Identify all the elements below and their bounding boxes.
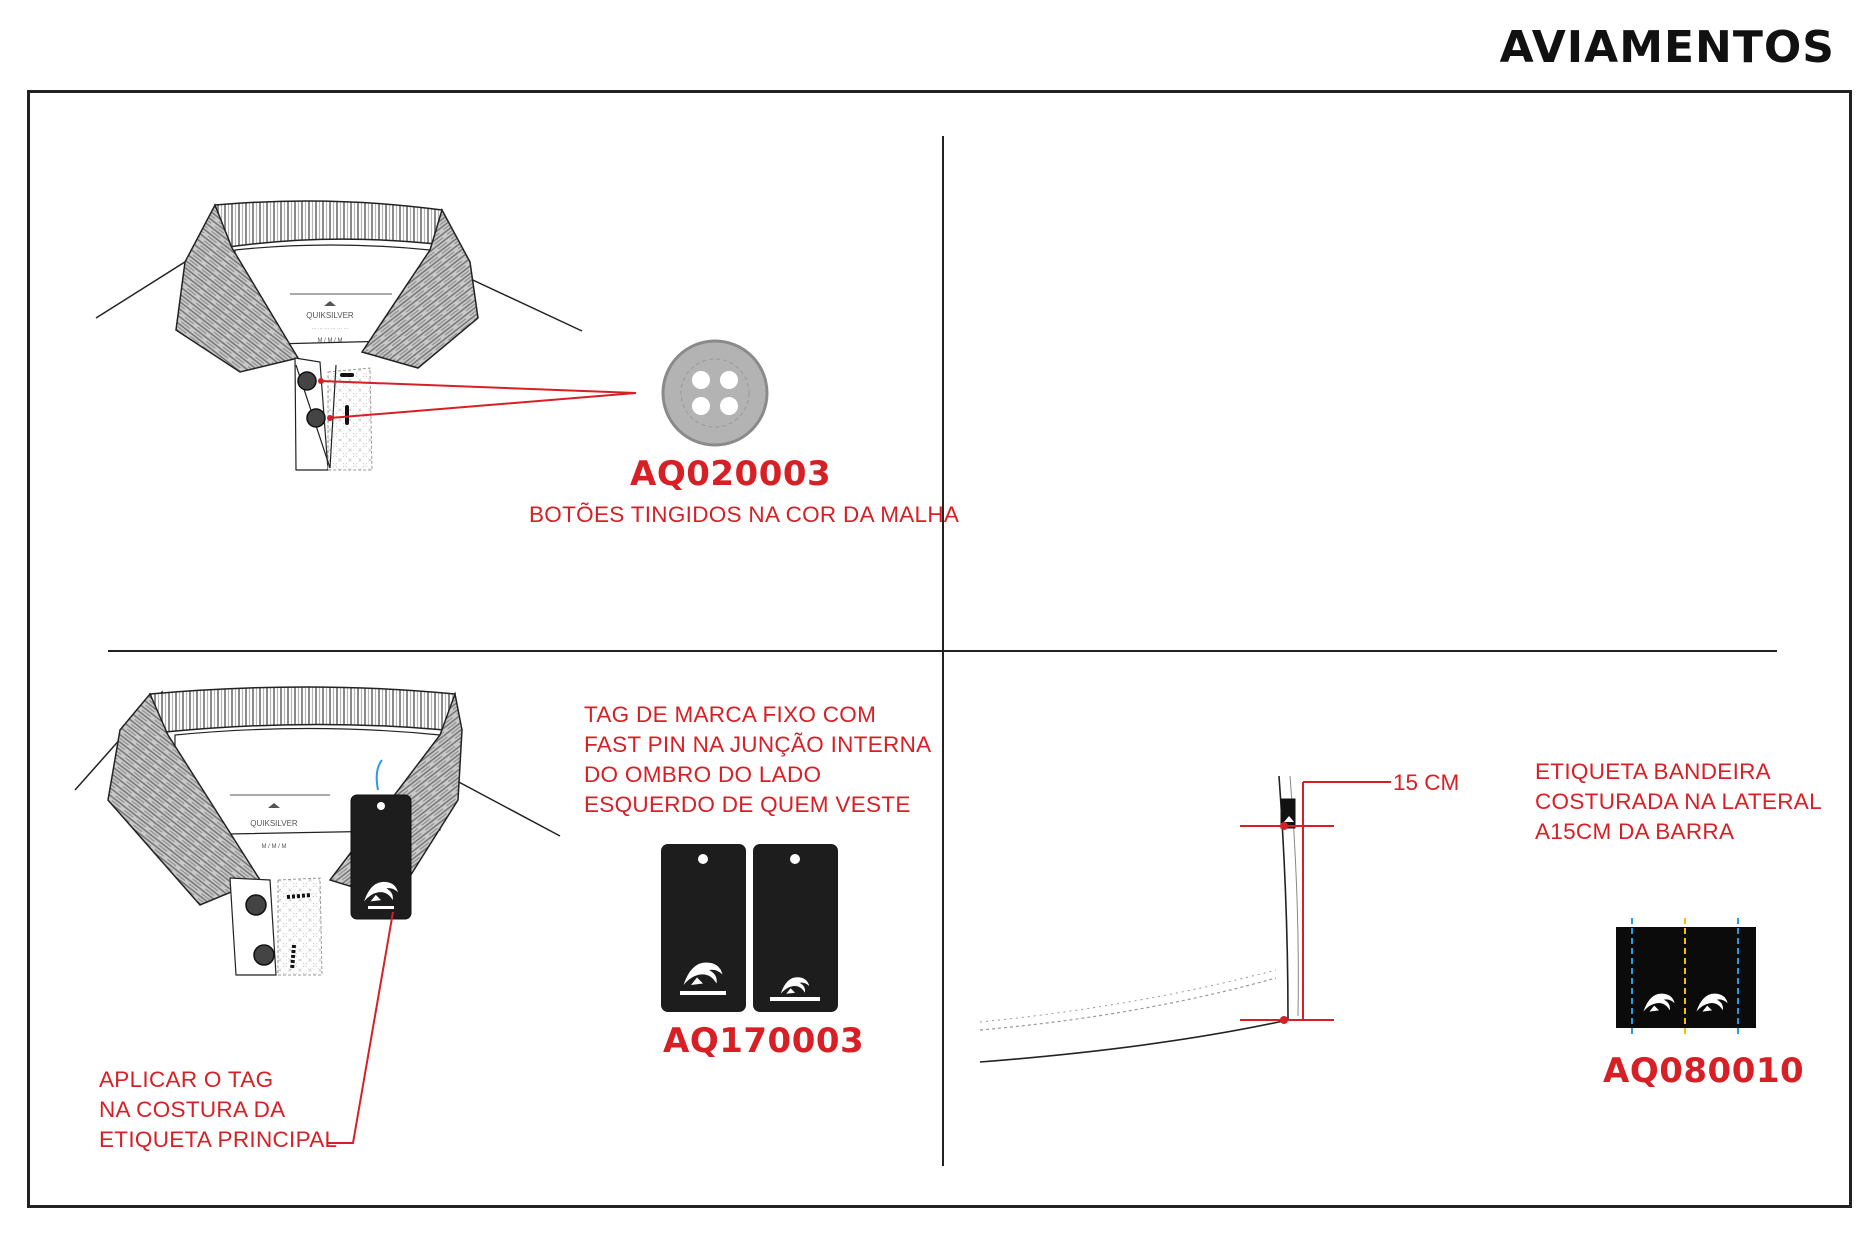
main-label-size-2: M / M / M xyxy=(262,844,287,850)
button-code: AQ020003 xyxy=(630,454,832,494)
button-upper xyxy=(297,371,317,391)
page-title: AVIAMENTOS xyxy=(1499,22,1835,73)
collar-hangtag-drawing: QUIKSILVER M / M / M xyxy=(74,686,561,976)
button-lower xyxy=(306,408,326,428)
hangtag-note: TAG DE MARCA FIXO COM FAST PIN NA JUNÇÃO… xyxy=(584,702,932,817)
apply-tag-note: APLICAR O TAG NA COSTURA DA ETIQUETA PRI… xyxy=(99,1067,338,1152)
apply-tag-leader xyxy=(327,911,394,1144)
button-note: BOTÕES TINGIDOS NA COR DA MALHA xyxy=(529,502,960,527)
svg-text:··· ··· ··· ··· ··· ···: ··· ··· ··· ··· ··· ··· xyxy=(312,326,349,332)
buttonhole-lower xyxy=(345,405,349,425)
measure-label: 15 CM xyxy=(1393,770,1459,795)
hangtag-icon xyxy=(661,844,838,1012)
button-icon xyxy=(661,339,769,447)
flag-label-code: AQ080010 xyxy=(1603,1051,1805,1091)
measurement-lines: 15 CM xyxy=(1240,770,1459,1024)
button-leader-lines xyxy=(318,378,637,421)
main-label-size: M / M / M xyxy=(318,338,343,344)
collar-front-drawing: QUIKSILVER ··· ··· ··· ··· ··· ··· M / M… xyxy=(95,200,583,471)
drawing-frame xyxy=(27,90,1852,1208)
hangtag-code: AQ170003 xyxy=(663,1021,865,1061)
flag-label-note: ETIQUETA BANDEIRA COSTURADA NA LATERAL A… xyxy=(1535,759,1822,844)
collar-hangtag xyxy=(350,794,412,920)
main-label-brand-2: QUIKSILVER xyxy=(250,819,298,828)
main-label-brand: QUIKSILVER xyxy=(306,311,354,320)
flag-label-icon xyxy=(1616,918,1756,1036)
buttonhole-upper xyxy=(340,373,354,377)
